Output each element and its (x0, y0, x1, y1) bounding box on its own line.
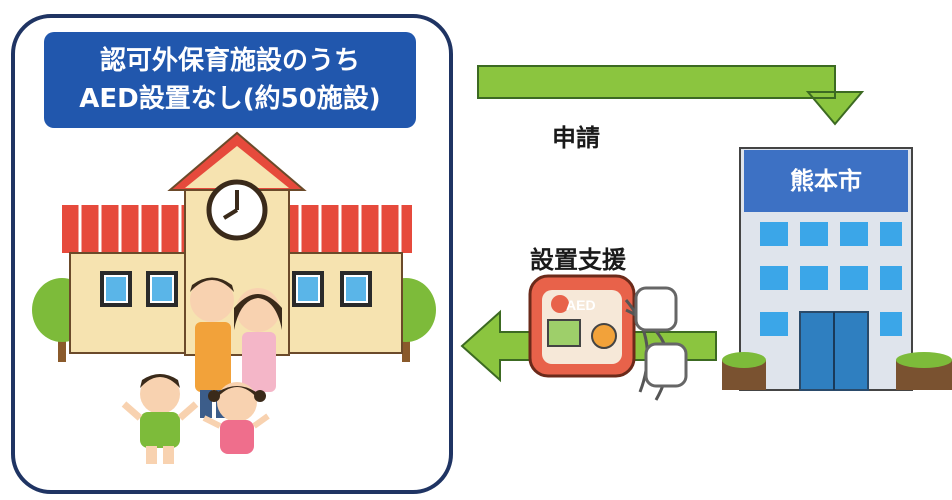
support-label: 設置支援 (530, 246, 626, 274)
nursery-building-illustration (32, 131, 436, 362)
application-arrow (477, 65, 865, 126)
application-label: 申請 (552, 124, 600, 152)
title-line-1: 認可外保育施設のうち (99, 46, 360, 76)
title-line-2: AED設置なし(約50施設) (79, 84, 381, 114)
teacher-woman-illustration (234, 288, 282, 392)
facility-panel-title: 認可外保育施設のうち AED設置なし(約50施設) (44, 32, 416, 128)
city-name-sign: 熊本市 (744, 150, 908, 212)
aed-device-label: AED (566, 297, 596, 313)
child-boy-illustration (121, 374, 199, 464)
child-girl-illustration (202, 382, 270, 454)
aed-device-illustration (528, 274, 688, 401)
